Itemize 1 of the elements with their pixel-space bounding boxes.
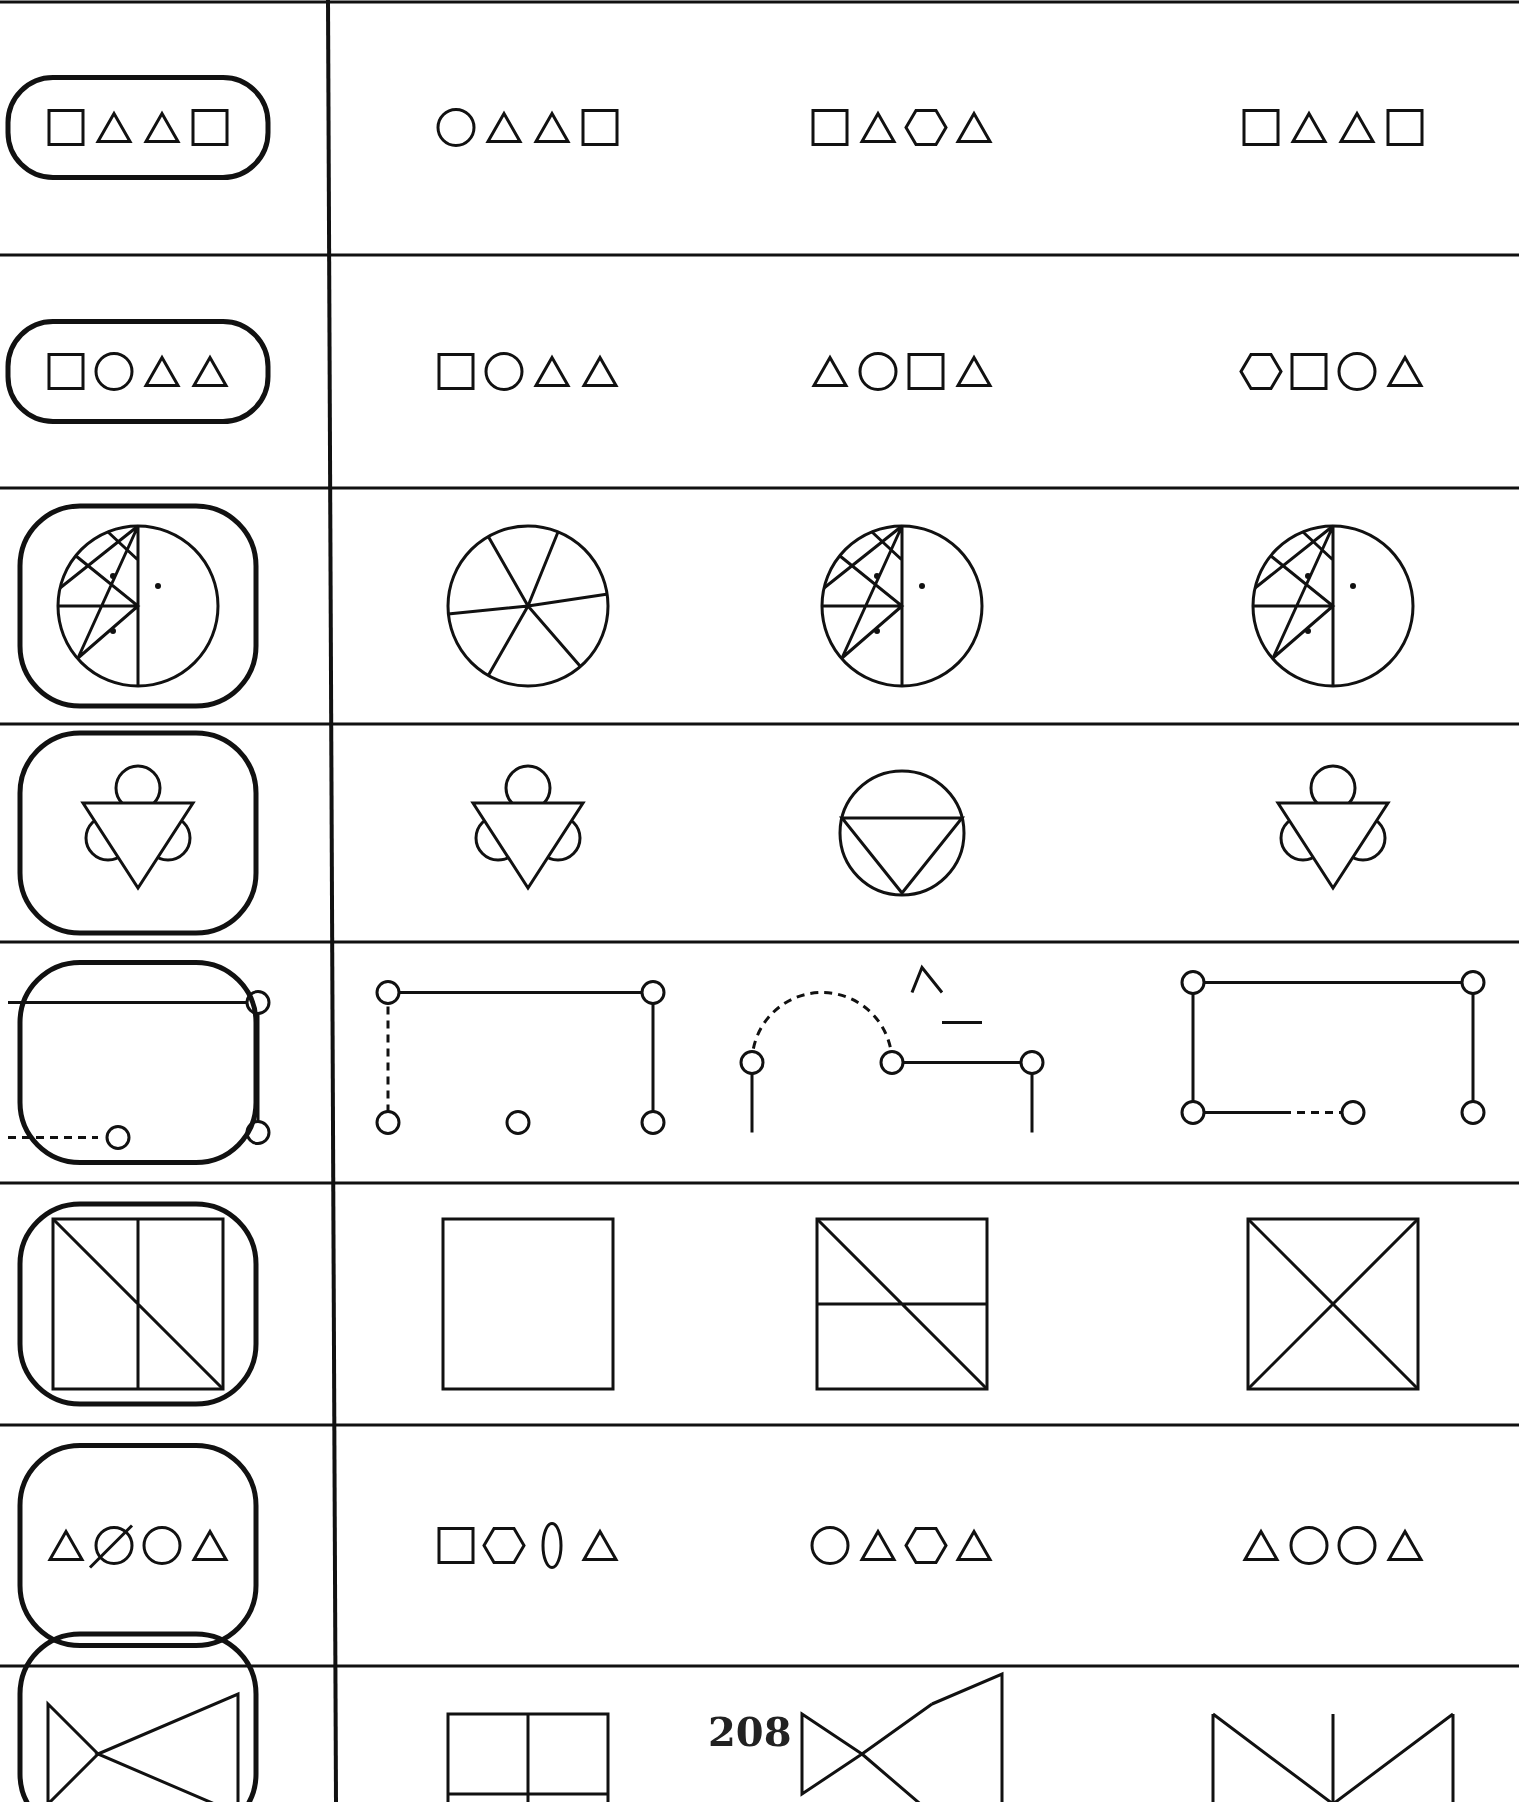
page-number: 208 (708, 1708, 792, 1755)
